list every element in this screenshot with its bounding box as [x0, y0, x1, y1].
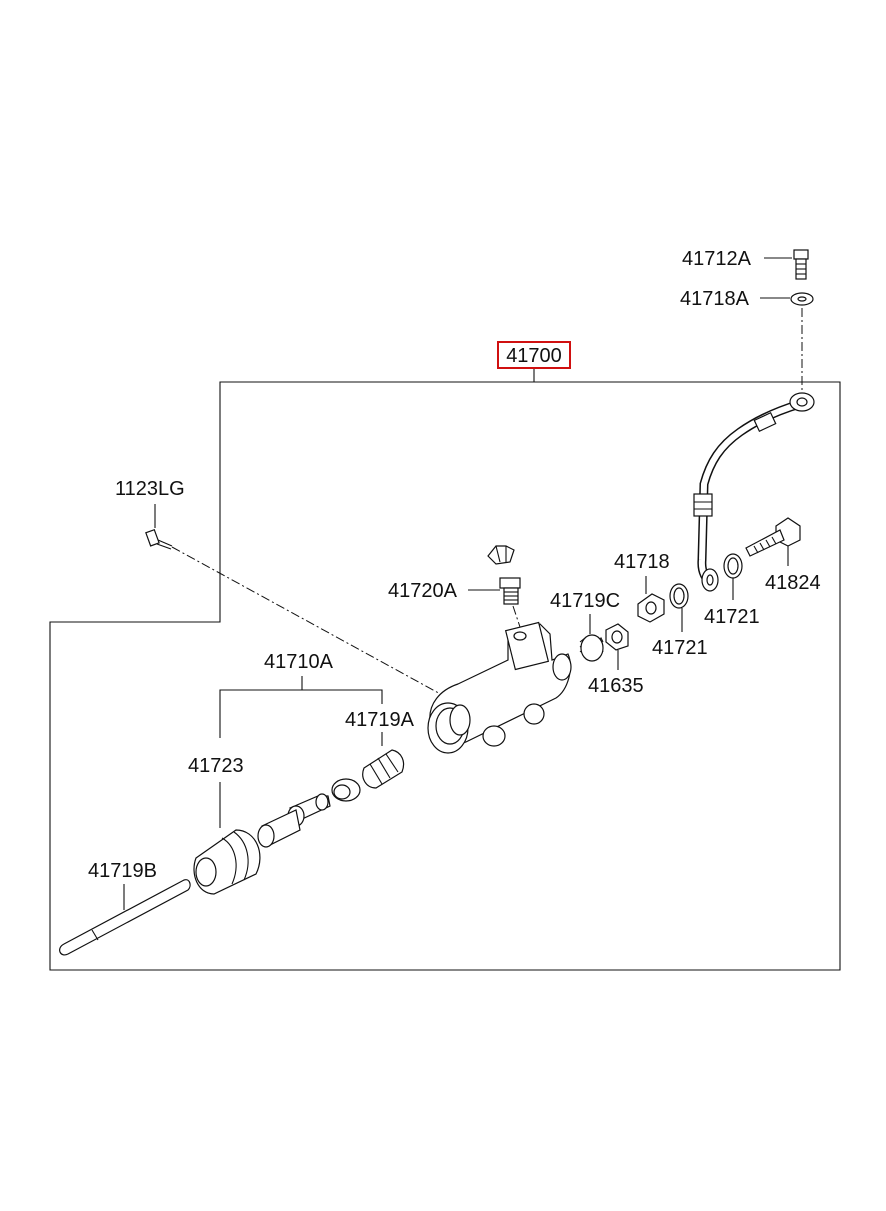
- dust-boot-41723: [193, 829, 261, 895]
- label-41721-left[interactable]: 41721: [652, 637, 708, 659]
- label-41719A[interactable]: 41719A: [345, 709, 415, 731]
- label-41824[interactable]: 41824: [765, 572, 821, 594]
- cylinder-body-41700: [427, 621, 572, 754]
- cup-seal: [331, 778, 361, 802]
- centerline-1123LG: [171, 546, 456, 703]
- label-41718A[interactable]: 41718A: [680, 288, 750, 310]
- washer-41721-right: [723, 553, 743, 579]
- label-41723[interactable]: 41723: [188, 755, 244, 777]
- cap-41718: [637, 593, 665, 623]
- bleeder-screw-41720A: [499, 577, 521, 605]
- label-41718[interactable]: 41718: [614, 551, 670, 573]
- label-41721-right[interactable]: 41721: [704, 606, 760, 628]
- bracket-41710A: [219, 676, 383, 738]
- bolt-41824: [745, 517, 801, 557]
- push-rod-41719B: [59, 879, 191, 956]
- sleeve: [257, 809, 301, 848]
- nut-41635: [605, 623, 629, 651]
- label-41712A[interactable]: 41712A: [682, 248, 752, 270]
- label-41710A[interactable]: 41710A: [264, 651, 334, 673]
- washer-41721-left: [669, 583, 689, 609]
- centerline-bleeder: [512, 605, 522, 631]
- assembly-outline: [49, 381, 841, 971]
- boot-41719A: [362, 749, 405, 789]
- label-41719B[interactable]: 41719B: [88, 860, 157, 882]
- label-41720A[interactable]: 41720A: [388, 580, 458, 602]
- assembly-label[interactable]: 41700: [506, 345, 562, 367]
- label-41719C[interactable]: 41719C: [550, 590, 620, 612]
- label-1123LG[interactable]: 1123LG: [115, 478, 185, 500]
- spring-41719C: [579, 634, 604, 662]
- bolt-41712A: [793, 249, 809, 280]
- washer-41718A: [790, 292, 814, 306]
- bolt-1123LG: [145, 528, 173, 550]
- bleeder-cap: [487, 545, 515, 565]
- assembly-label-highlight[interactable]: [497, 341, 571, 369]
- label-41635[interactable]: 41635: [588, 675, 644, 697]
- hydraulic-pipe: [693, 392, 815, 592]
